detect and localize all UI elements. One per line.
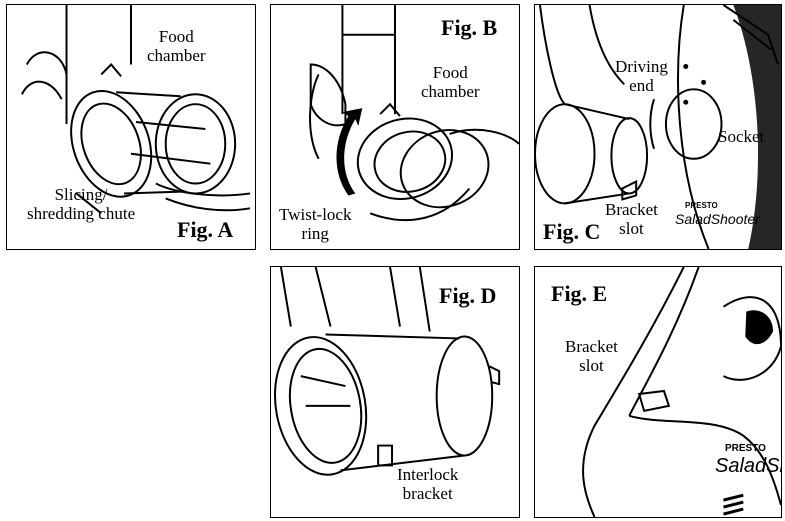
figure-b-title: Fig. B	[441, 15, 498, 40]
interlock-bracket-label: Interlock bracket	[397, 465, 459, 503]
figure-e-title: Fig. E	[551, 281, 608, 306]
presto-logo-e: PRESTO	[725, 443, 766, 454]
figure-a-title: Fig. A	[177, 217, 234, 242]
figure-d-panel: Fig. D Interlock bracket	[270, 266, 520, 518]
food-chamber-label-a: Food chamber	[147, 27, 206, 65]
figure-b-illustration	[309, 5, 519, 222]
figure-c-title: Fig. C	[543, 219, 601, 244]
figure-a-panel: Fig. A Food chamber Slicing/ shredding c…	[6, 4, 256, 250]
driving-end-label: Driving end	[615, 57, 668, 95]
figure-a-illustration	[21, 5, 251, 215]
figure-c-illustration	[535, 5, 781, 249]
figure-b-panel: Fig. B Food chamber Twist-lock ring	[270, 4, 520, 250]
socket-label: Socket	[718, 127, 765, 146]
bracket-slot-label-e: Bracket slot	[565, 337, 618, 375]
bracket-slot-label-c: Bracket slot	[605, 200, 658, 238]
twist-lock-ring-label: Twist-lock ring	[279, 205, 352, 243]
figure-d-illustration	[274, 267, 501, 476]
figure-d-title: Fig. D	[439, 283, 497, 308]
saladshooter-logo-c: SaladShooter	[675, 211, 760, 227]
presto-logo-c: PRESTO	[685, 201, 718, 210]
food-chamber-label-b: Food chamber	[421, 63, 480, 101]
figure-e-illustration	[582, 267, 781, 517]
slicing-chute-label: Slicing/ shredding chute	[27, 185, 136, 223]
figure-c-panel: Fig. C Driving end Socket Bracket slot P…	[534, 4, 782, 250]
saladshooter-logo-e: SaladShoo	[715, 455, 781, 477]
figure-e-panel: Fig. E Bracket slot PRESTO SaladShoo	[534, 266, 782, 518]
